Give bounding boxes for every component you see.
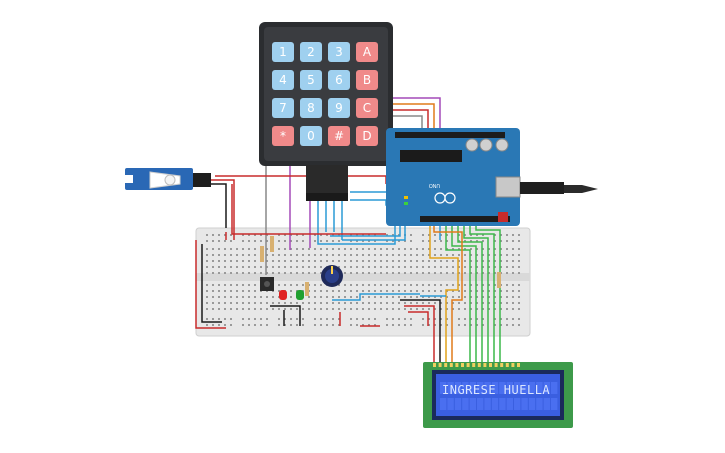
red-led[interactable] [279,290,287,300]
wire-orange [390,103,435,128]
keypad-key-D[interactable]: D [356,126,378,146]
keypad-key-label: D [362,129,371,143]
keypad-key-label: # [334,129,344,143]
resistor-1 [260,246,264,262]
lcd-cell-grid [440,382,558,410]
keypad-key-B[interactable]: B [356,70,378,90]
keypad-key-A[interactable]: A [356,42,378,62]
lcd-header-pins [433,363,520,367]
keypad-key-label: 4 [279,73,287,87]
keypad-key-8[interactable]: 8 [300,98,322,118]
keypad-key-6[interactable]: 6 [328,70,350,90]
keypad-key-label: 3 [335,45,343,59]
keypad-key-0[interactable]: 0 [300,126,322,146]
arduino-uno[interactable]: UNO [386,128,521,226]
keypad-key-C[interactable]: C [356,98,378,118]
resistor-3 [305,282,309,296]
keypad-key-label: * [280,129,286,143]
keypad-key-star[interactable]: * [272,126,294,146]
wire-red [390,109,429,128]
keypad-key-label: 7 [279,101,287,115]
keypad-key-hash[interactable]: # [328,126,350,146]
keypad-key-label: B [363,73,371,87]
usb-cable [520,182,598,194]
lcd-line-1: INGRESE HUELLA [442,383,550,397]
breadboard-holes [206,234,520,326]
keypad-key-label: 1 [279,45,287,59]
lcd-display[interactable]: INGRESE HUELLA [423,362,573,428]
green-led[interactable] [296,290,304,300]
resistor-2 [270,236,274,252]
keypad-key-label: 9 [335,101,343,115]
keypad-key-label: A [363,45,372,59]
keypad-key-label: 5 [307,73,315,87]
keypad-key-5[interactable]: 5 [300,70,322,90]
pushbutton[interactable] [260,277,274,291]
keypad-key-label: 6 [335,73,343,87]
keypad-connector [306,165,348,201]
wire-purple [390,97,441,128]
servo-motor[interactable] [125,168,211,190]
wire-gray [390,115,423,128]
keypad-key-label: C [363,101,371,115]
keypad[interactable]: 1 2 3 A 4 5 6 B 7 8 9 C * 0 # D [259,22,393,201]
keypad-key-3[interactable]: 3 [328,42,350,62]
keypad-key-4[interactable]: 4 [272,70,294,90]
microcontroller-chip [400,150,462,162]
keypad-key-label: 8 [307,101,315,115]
keypad-key-label: 2 [307,45,315,59]
keypad-key-1[interactable]: 1 [272,42,294,62]
reset-button[interactable] [498,212,508,222]
keypad-key-7[interactable]: 7 [272,98,294,118]
keypad-key-label: 0 [307,129,315,143]
potentiometer[interactable] [321,265,343,287]
arduino-model-label: UNO [429,182,440,188]
keypad-key-2[interactable]: 2 [300,42,322,62]
usb-port[interactable] [495,176,521,198]
keypad-key-9[interactable]: 9 [328,98,350,118]
resistor-4 [497,272,501,288]
